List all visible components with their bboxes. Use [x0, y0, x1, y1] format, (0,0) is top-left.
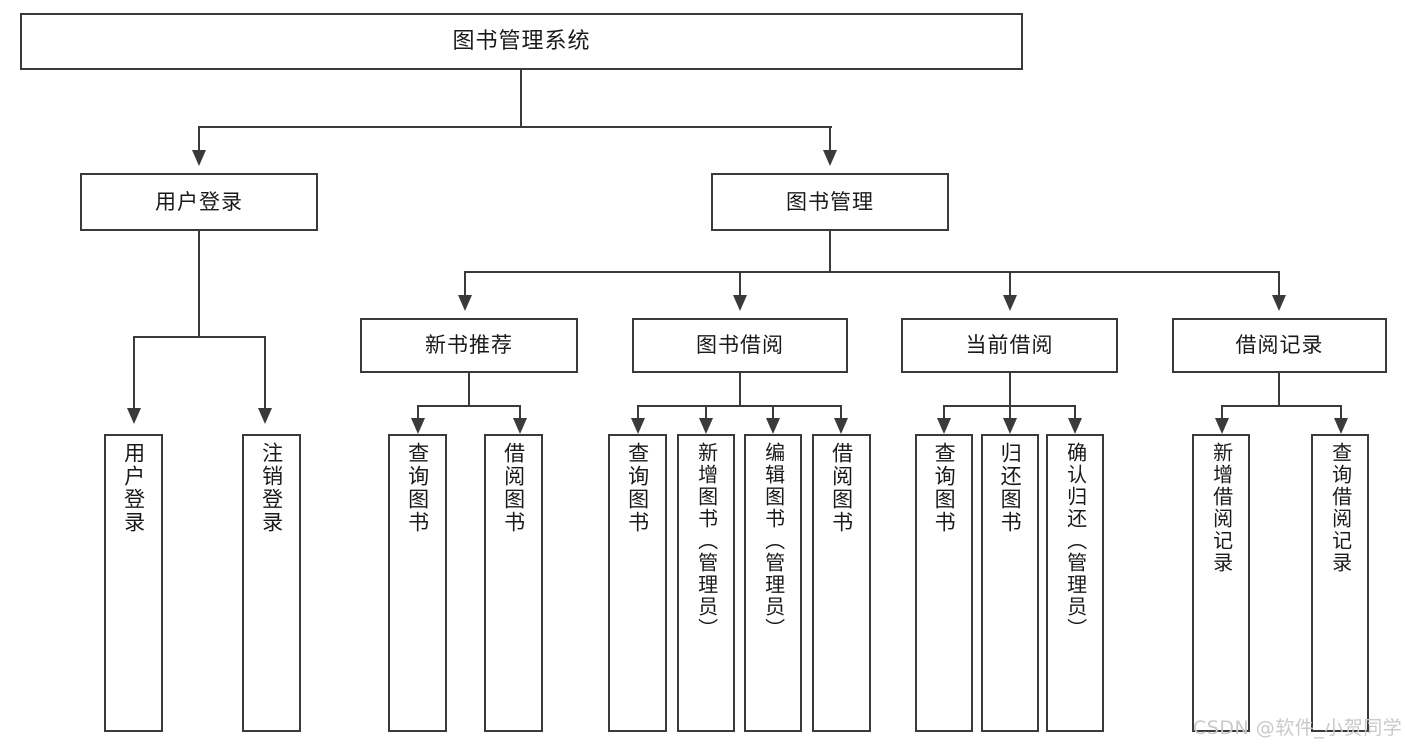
arrow-root-to-user-login	[192, 150, 206, 166]
node-user-login[interactable]: 用户登录	[80, 173, 318, 231]
connector-new-book-to-leaf-1	[519, 405, 521, 419]
node-label: 借阅记录	[1235, 333, 1324, 358]
connector-new-book-to-leaf-0	[417, 405, 419, 419]
arrow-current-borrow-to-leaf-2	[1068, 418, 1082, 434]
leaf-current-borrow-query[interactable]: 查询图书	[915, 434, 973, 732]
node-new-book-recommend[interactable]: 新书推荐	[360, 318, 578, 373]
leaf-book-borrow-borrow[interactable]: 借阅图书	[812, 434, 871, 732]
node-label: 查询图书	[625, 442, 650, 534]
connector-borrow-record-stem	[1278, 373, 1280, 406]
node-label: 新增图书（管理员）	[694, 442, 719, 640]
connector-book-borrow-to-leaf-3	[840, 405, 842, 419]
arrow-user-login-to-leaf-0	[127, 408, 141, 424]
connector-current-borrow-stem	[1009, 373, 1011, 406]
connector-user-login-to-leaf-0	[133, 336, 135, 409]
connector-book-borrow-to-leaf-1	[705, 405, 707, 419]
leaf-user-login-logout[interactable]: 注销登录	[242, 434, 301, 732]
arrow-book-borrow-to-leaf-0	[631, 418, 645, 434]
arrow-book-manage-to-new-book	[458, 295, 472, 311]
connector-borrow-record-to-leaf-0	[1221, 405, 1223, 419]
node-label: 查询图书	[405, 442, 430, 534]
arrow-book-borrow-to-leaf-2	[766, 418, 780, 434]
arrow-current-borrow-to-leaf-1	[1003, 418, 1017, 434]
node-label: 确认归还（管理员）	[1063, 442, 1088, 640]
node-borrow-record[interactable]: 借阅记录	[1172, 318, 1387, 373]
connector-current-borrow-to-leaf-0	[943, 405, 945, 419]
arrow-user-login-to-leaf-1	[258, 408, 272, 424]
arrow-book-manage-to-record	[1272, 295, 1286, 311]
connector-root-to-book-manage	[829, 126, 831, 151]
connector-book-manage-to-new-book	[464, 271, 466, 296]
node-label: 用户登录	[155, 189, 243, 214]
connector-book-manage-bar	[464, 271, 1280, 273]
arrow-borrow-record-to-leaf-1	[1334, 418, 1348, 434]
connector-borrow-record-bar	[1221, 405, 1341, 407]
leaf-new-book-borrow[interactable]: 借阅图书	[484, 434, 543, 732]
connector-current-borrow-to-leaf-2	[1074, 405, 1076, 419]
leaf-borrow-record-add[interactable]: 新增借阅记录	[1192, 434, 1250, 732]
connector-root-bar	[198, 126, 832, 128]
connector-new-book-bar	[417, 405, 520, 407]
arrow-book-borrow-to-leaf-3	[834, 418, 848, 434]
node-label: 查询借阅记录	[1328, 442, 1353, 574]
connector-root-stem	[520, 70, 522, 127]
arrow-borrow-record-to-leaf-0	[1215, 418, 1229, 434]
connector-user-login-to-leaf-1	[264, 336, 266, 409]
node-current-borrow[interactable]: 当前借阅	[901, 318, 1118, 373]
connector-book-borrow-to-leaf-0	[637, 405, 639, 419]
node-root-system[interactable]: 图书管理系统	[20, 13, 1023, 70]
connector-book-manage-to-borrow	[739, 271, 741, 296]
node-label: 当前借阅	[965, 333, 1054, 358]
leaf-book-borrow-edit[interactable]: 编辑图书（管理员）	[744, 434, 802, 732]
leaf-current-borrow-confirm[interactable]: 确认归还（管理员）	[1046, 434, 1104, 732]
connector-book-manage-stem	[829, 231, 831, 272]
leaf-user-login-login[interactable]: 用户登录	[104, 434, 163, 732]
node-label: 图书借阅	[696, 333, 784, 358]
leaf-book-borrow-query[interactable]: 查询图书	[608, 434, 667, 732]
arrow-new-book-to-leaf-1	[513, 418, 527, 434]
connector-user-login-bar	[133, 336, 266, 338]
leaf-new-book-query[interactable]: 查询图书	[388, 434, 447, 732]
node-label: 注销登录	[259, 442, 284, 534]
node-label: 归还图书	[998, 442, 1023, 534]
arrow-book-manage-to-current	[1003, 295, 1017, 311]
node-label: 新增借阅记录	[1209, 442, 1234, 574]
connector-borrow-record-to-leaf-1	[1340, 405, 1342, 419]
node-label: 图书管理系统	[452, 28, 591, 54]
node-label: 查询图书	[932, 442, 957, 534]
node-book-borrow[interactable]: 图书借阅	[632, 318, 848, 373]
connector-book-borrow-to-leaf-2	[772, 405, 774, 419]
node-label: 用户登录	[121, 442, 146, 534]
connector-book-manage-to-current	[1009, 271, 1011, 296]
connector-new-book-stem	[468, 373, 470, 406]
csdn-watermark: CSDN @软件_小贺同学	[1193, 717, 1403, 739]
node-label: 新书推荐	[425, 333, 513, 358]
leaf-book-borrow-add[interactable]: 新增图书（管理员）	[677, 434, 735, 732]
arrow-current-borrow-to-leaf-0	[937, 418, 951, 434]
connector-user-login-stem	[198, 231, 200, 337]
node-label: 编辑图书（管理员）	[761, 442, 786, 640]
node-label: 借阅图书	[501, 442, 526, 534]
connector-book-borrow-stem	[739, 373, 741, 406]
connector-book-borrow-bar	[637, 405, 842, 407]
connector-root-to-user-login	[198, 126, 200, 151]
arrow-root-to-book-manage	[823, 150, 837, 166]
leaf-borrow-record-query[interactable]: 查询借阅记录	[1311, 434, 1369, 732]
arrow-new-book-to-leaf-0	[411, 418, 425, 434]
node-book-manage[interactable]: 图书管理	[711, 173, 949, 231]
leaf-current-borrow-return[interactable]: 归还图书	[981, 434, 1039, 732]
connector-current-borrow-to-leaf-1	[1009, 405, 1011, 419]
arrow-book-borrow-to-leaf-1	[699, 418, 713, 434]
arrow-book-manage-to-borrow	[733, 295, 747, 311]
connector-book-manage-to-record	[1278, 271, 1280, 296]
node-label: 借阅图书	[829, 442, 854, 534]
node-label: 图书管理	[786, 189, 874, 214]
